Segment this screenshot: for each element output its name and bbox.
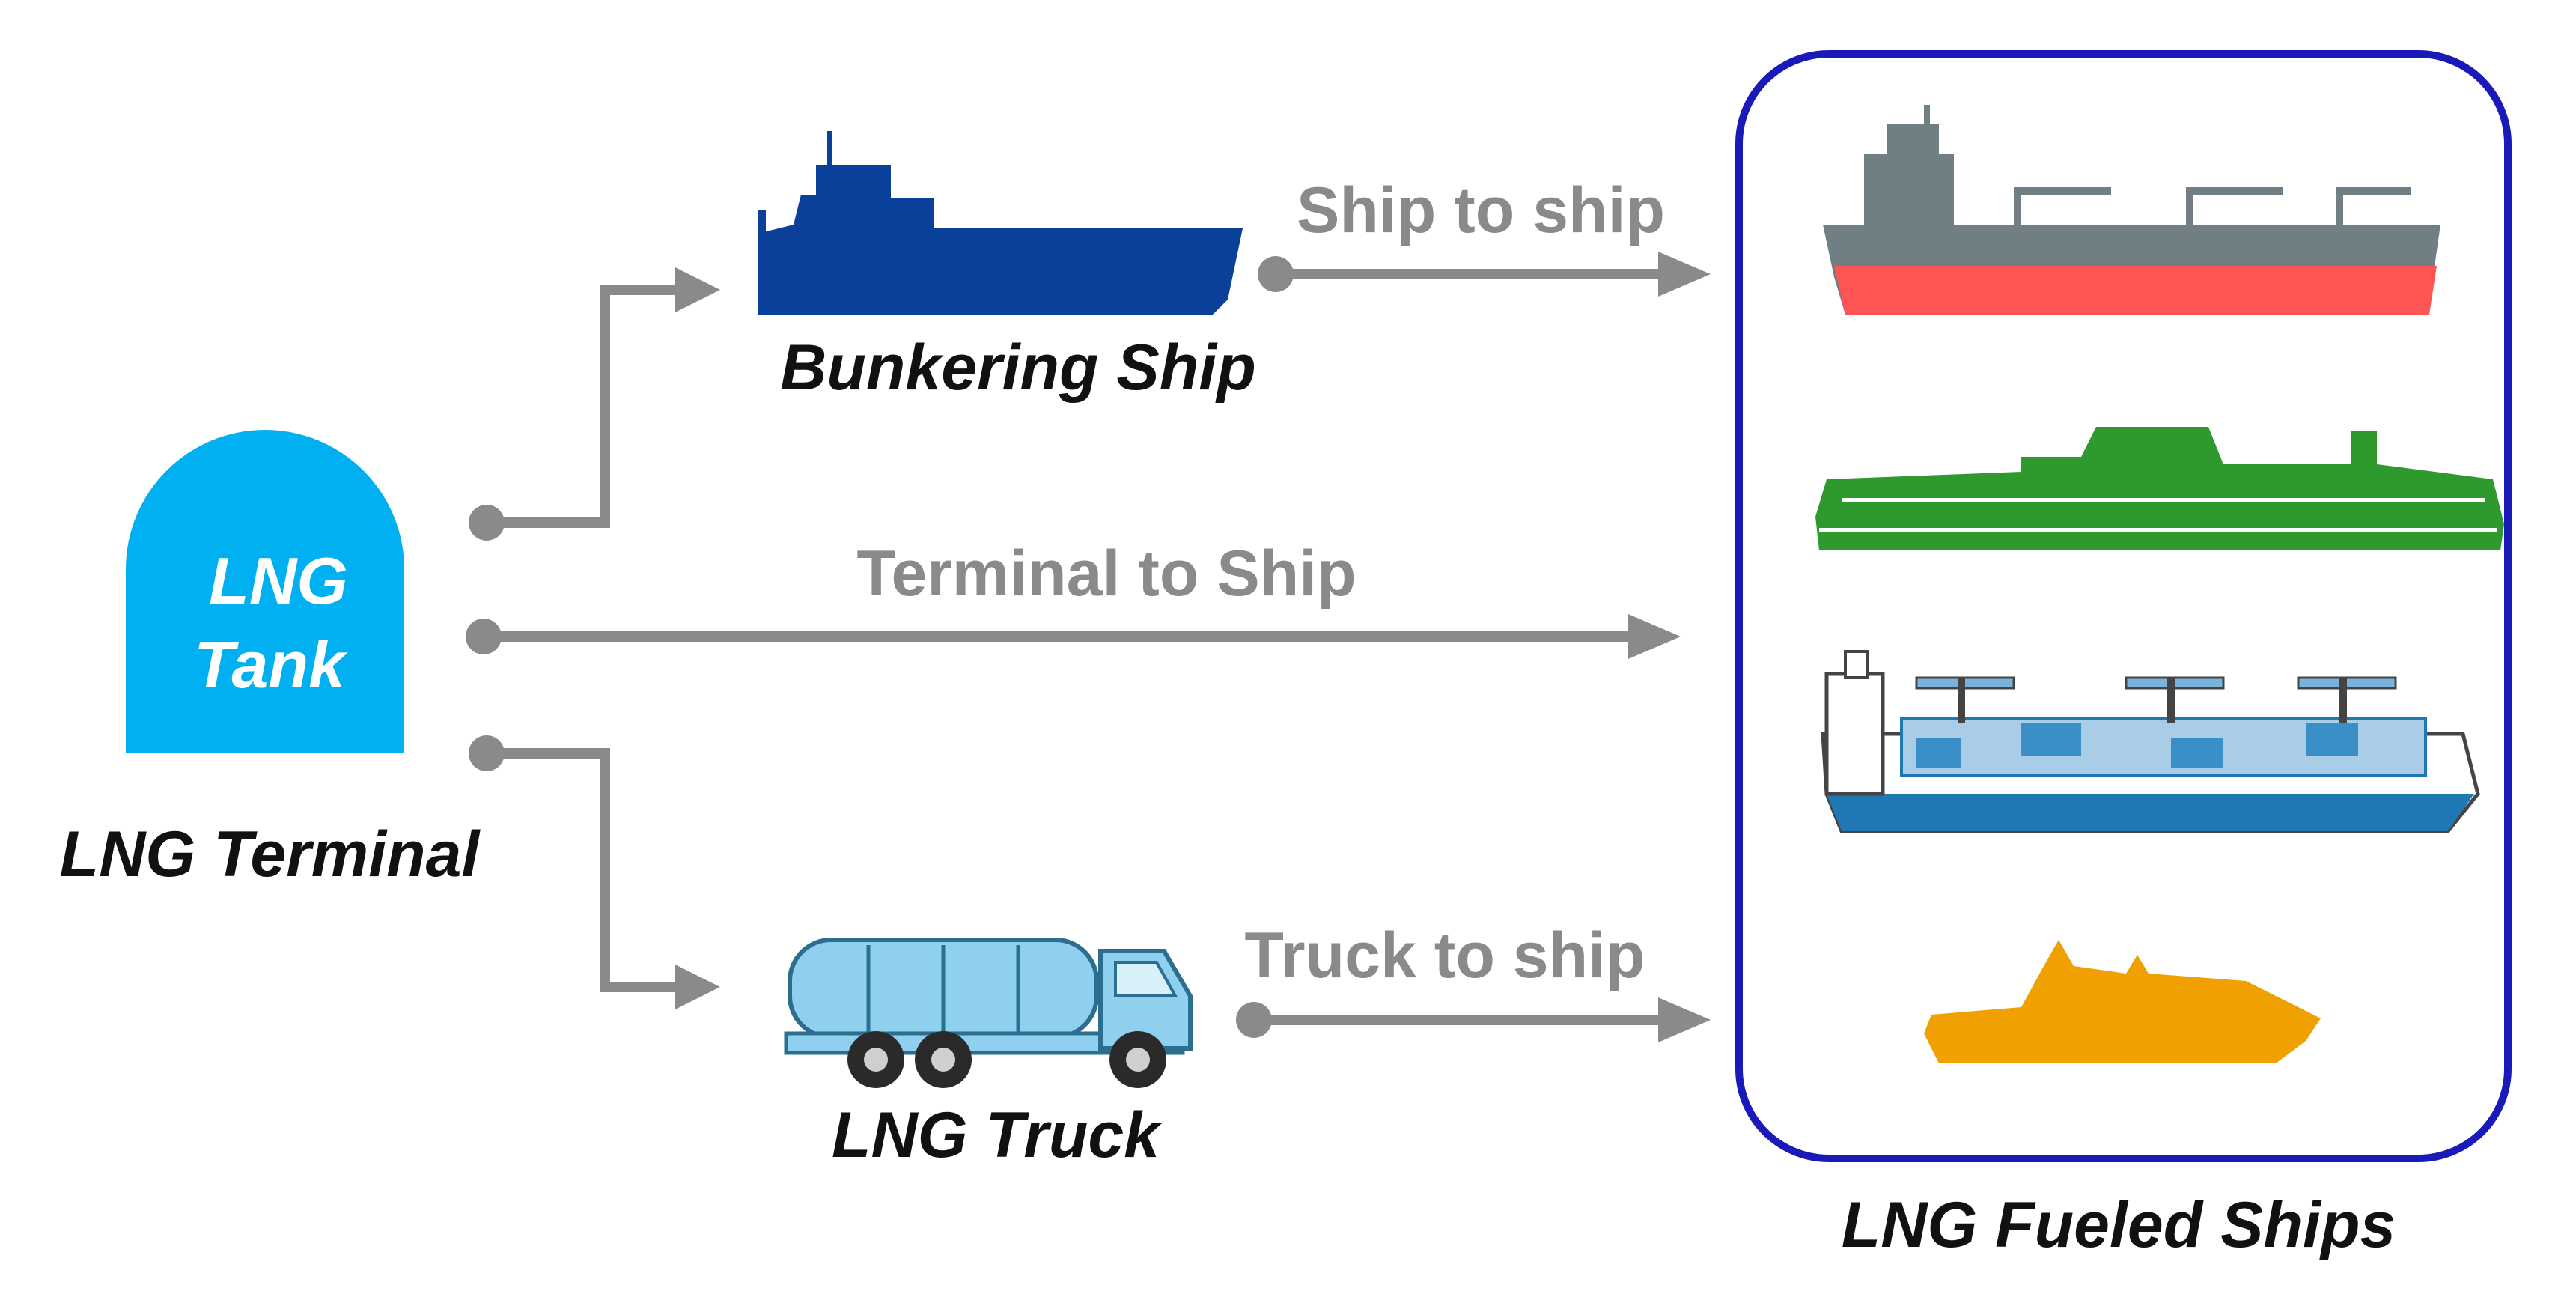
lng-truck-label: LNG Truck bbox=[832, 1099, 1163, 1171]
bunkering-ship-icon bbox=[758, 131, 1243, 315]
container-ship-icon bbox=[1821, 650, 2480, 833]
patrol-boat-icon bbox=[1924, 940, 2321, 1063]
ship-to-ship-label: Ship to ship bbox=[1297, 174, 1665, 246]
fueled-ships-group bbox=[1735, 50, 2512, 1162]
ferry-icon bbox=[1815, 427, 2504, 550]
connector-terminal-to-bunkering bbox=[469, 267, 720, 541]
bulk-carrier-icon bbox=[1823, 105, 2440, 315]
tank-label-line1: LNG bbox=[209, 544, 348, 618]
truck-to-ship-label: Truck to ship bbox=[1244, 920, 1645, 991]
terminal-to-ship-label: Terminal to Ship bbox=[856, 538, 1356, 610]
lng-truck-icon bbox=[784, 938, 1193, 1088]
lng-tank-icon bbox=[126, 430, 404, 753]
lng-terminal-label: LNG Terminal bbox=[60, 818, 481, 890]
connector-terminal-to-ship bbox=[466, 614, 1681, 659]
bunkering-ship-label: Bunkering Ship bbox=[780, 332, 1255, 404]
tank-label-line2: Tank bbox=[194, 628, 348, 702]
connector-truck-to-ship bbox=[1236, 997, 1711, 1042]
connector-ship-to-ship bbox=[1258, 252, 1711, 297]
fueled-ships-label: LNG Fueled Ships bbox=[1842, 1189, 2396, 1261]
connector-terminal-to-truck bbox=[469, 735, 720, 1009]
